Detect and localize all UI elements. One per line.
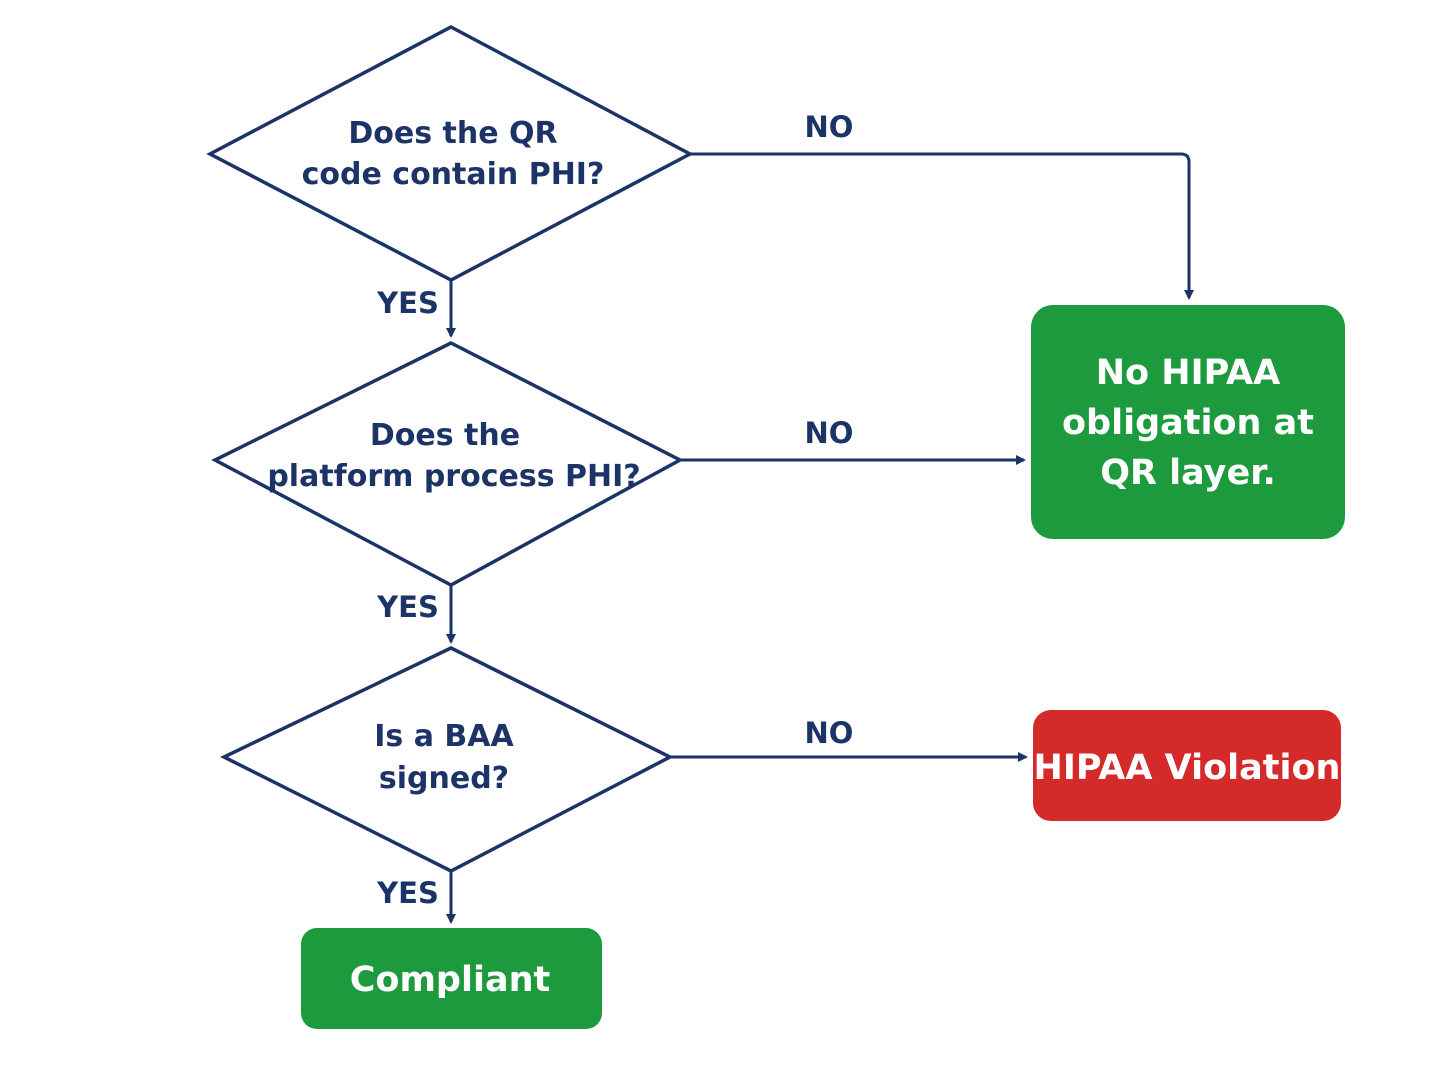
connectors [446, 152, 1194, 924]
edge-label-d2-yes: YES [376, 590, 439, 624]
edge-label-d2-no: NO [805, 416, 854, 450]
edge-d1-no [690, 152, 1194, 300]
outcome-hipaa-violation: HIPAA Violation [1033, 710, 1341, 821]
edge-label-d1-yes: YES [376, 286, 439, 320]
outcome-text-line-1: No HIPAA [1096, 353, 1280, 393]
decision-text-line-2: code contain PHI? [302, 157, 605, 192]
outcome-box [301, 928, 602, 1029]
outcome-text-line-2: obligation at [1062, 403, 1314, 443]
edge-labels: NO YES NO YES NO YES [376, 110, 853, 910]
outcome-text-line-1: Compliant [350, 960, 551, 1000]
decision-diamond [211, 341, 684, 587]
decision-diamond [220, 646, 674, 873]
outcome-text-line-3: QR layer. [1100, 453, 1276, 493]
decision-text-line-2: platform process PHI? [267, 459, 640, 494]
decision-text-line-1: Does the [370, 418, 520, 453]
edge-label-d1-no: NO [805, 110, 854, 144]
outcome-text-line-1: HIPAA Violation [1034, 748, 1341, 788]
decision-text-line-1: Is a BAA [374, 719, 514, 754]
decision-qr-contains-phi: Does the QR code contain PHI? [206, 25, 694, 282]
decision-diamond [206, 25, 694, 282]
decision-text-line-1: Does the QR [348, 116, 557, 151]
outcome-box [1031, 305, 1345, 539]
decision-platform-processes-phi: Does the platform process PHI? [211, 341, 684, 587]
outcome-compliant: Compliant [301, 928, 602, 1029]
decision-baa-signed: Is a BAA signed? [220, 646, 674, 873]
edge-label-d3-no: NO [805, 716, 854, 750]
outcome-box [1033, 710, 1341, 821]
edge-label-d3-yes: YES [376, 876, 439, 910]
outcome-no-hipaa-obligation: No HIPAA obligation at QR layer. [1031, 305, 1345, 539]
decision-text-line-2: signed? [379, 761, 509, 796]
